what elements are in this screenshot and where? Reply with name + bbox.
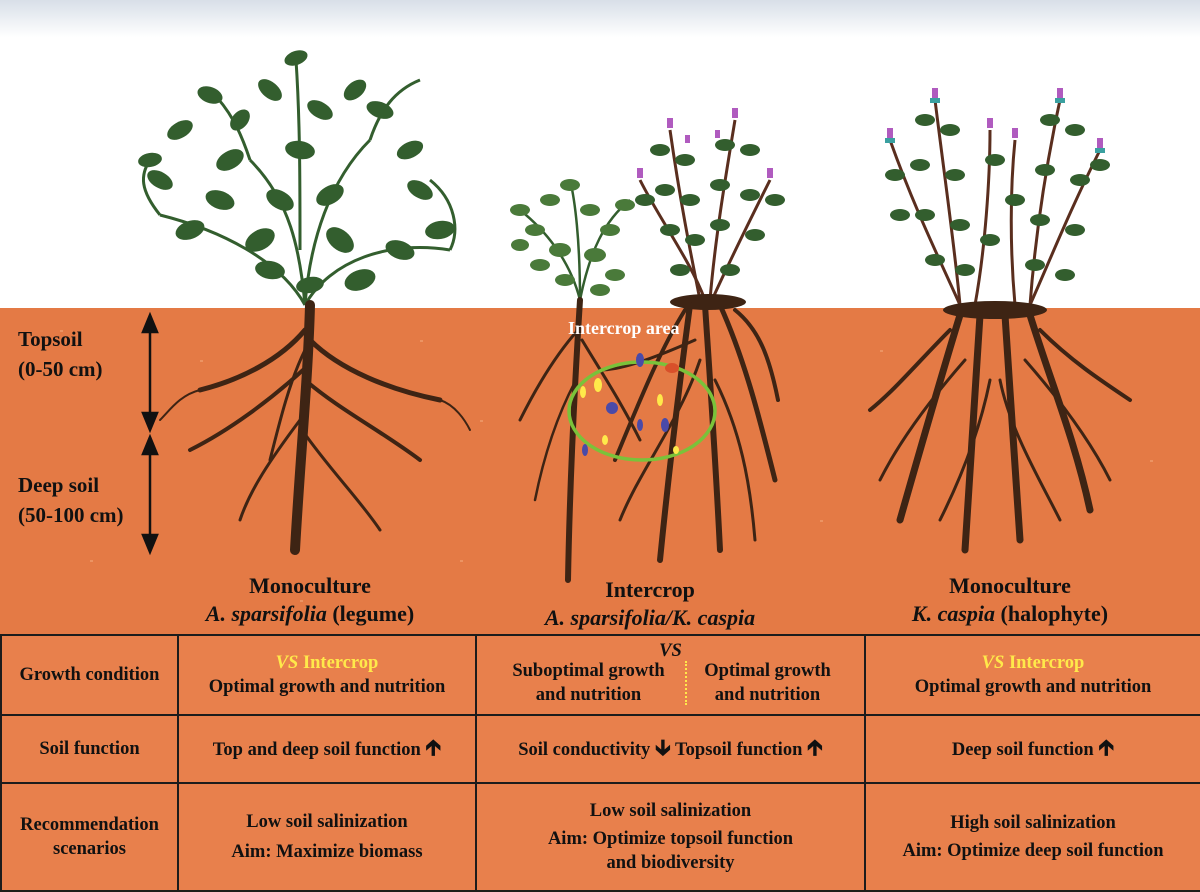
legume-shrub (138, 50, 457, 306)
cell-legume: Top and deep soil function 🡱 (177, 714, 477, 784)
panel-species-line: A. sparsifolia (legume) (160, 600, 460, 628)
arrow-up-icon: 🡱 (1098, 735, 1115, 760)
cell-text: Top and deep soil function (212, 740, 421, 760)
cell-halophyte: High soil salinization Aim: Optimize dee… (864, 782, 1200, 892)
panel-title-legume: Monoculture A. sparsifolia (legume) (160, 572, 460, 628)
intercrop-legume (510, 179, 635, 301)
cell-text-left: Soil conductivity (518, 740, 651, 760)
row-header: Recommendation scenarios (0, 782, 179, 892)
species-name: A. sparsifolia (205, 601, 327, 626)
summary-table: Growth condition VS Intercrop Optimal gr… (0, 634, 1200, 892)
cell-line2: Aim: Maximize biomass (231, 842, 423, 862)
cell-text-right: Topsoil function (675, 740, 803, 760)
soil-background (0, 308, 1200, 634)
arrow-up-icon: 🡱 (425, 735, 442, 760)
row-header: Growth condition (0, 634, 179, 716)
cell-legume: VS Intercrop Optimal growth and nutritio… (177, 634, 477, 716)
deep-soil-depth: (50-100 cm) (18, 503, 124, 527)
species-type: (halophyte) (995, 601, 1109, 626)
panel-title-intercrop: Intercrop A. sparsifolia/K. caspia (490, 576, 810, 632)
table-row-recommendation: Recommendation scenarios Low soil salini… (0, 782, 1200, 892)
cell-line2: Aim: Optimize topsoil function and biodi… (547, 829, 794, 873)
topsoil-depth: (0-50 cm) (18, 357, 103, 381)
halophyte-plant (885, 88, 1110, 319)
topsoil-title: Topsoil (18, 327, 83, 351)
panel-heading: Monoculture (249, 573, 371, 598)
arrow-up-icon: 🡱 (806, 735, 823, 760)
cell-text: Optimal growth and nutrition (208, 677, 446, 697)
cell-line2: Aim: Optimize deep soil function (902, 841, 1164, 861)
soil-speckles (60, 330, 1153, 602)
vs-marker: VS (659, 641, 682, 661)
panel-heading: Intercrop (605, 577, 695, 602)
vs-marker: VS (981, 653, 1005, 673)
table-row-soil-function: Soil function Top and deep soil function… (0, 714, 1200, 784)
legume-roots (159, 300, 471, 555)
row-header: Soil function (0, 714, 179, 784)
vs-marker: VS (275, 653, 299, 673)
cell-intercrop: Soil conductivity 🡳 Topsoil function 🡱 (475, 714, 866, 784)
dotted-divider (684, 661, 687, 705)
cell-intercrop: Low soil salinization Aim: Optimize tops… (475, 782, 866, 892)
cell-text: Optimal growth and nutrition (914, 677, 1152, 697)
panel-species-line: A. sparsifolia/K. caspia (490, 604, 810, 632)
cell-line1: Low soil salinization (246, 812, 408, 832)
panel-title-halophyte: Monoculture K. caspia (halophyte) (860, 572, 1160, 628)
cell-intercrop: VS Suboptimal growth and nutrition Optim… (475, 634, 866, 716)
topsoil-label: Topsoil (0-50 cm) (18, 324, 103, 384)
split-cell: Suboptimal growth and nutrition Optimal … (481, 659, 860, 707)
depth-arrows (141, 311, 159, 556)
species-name: A. sparsifolia/K. caspia (544, 605, 756, 630)
cell-text: Deep soil function (951, 740, 1094, 760)
panel-heading: Monoculture (949, 573, 1071, 598)
intercrop-area-label: Intercrop area (568, 318, 680, 338)
halophyte-roots (868, 311, 1132, 554)
cell-line1: High soil salinization (950, 813, 1116, 833)
deep-soil-title: Deep soil (18, 473, 100, 497)
cell-halophyte: VS Intercrop Optimal growth and nutritio… (864, 634, 1200, 716)
intercrop-halophyte (635, 108, 785, 310)
species-name: K. caspia (911, 601, 996, 626)
microbe-markers (580, 353, 679, 456)
cell-halophyte: Deep soil function 🡱 (864, 714, 1200, 784)
table-row-growth: Growth condition VS Intercrop Optimal gr… (0, 634, 1200, 716)
split-right: Optimal growth and nutrition (704, 661, 831, 705)
panel-species-line: K. caspia (halophyte) (860, 600, 1160, 628)
arrow-down-icon: 🡳 (654, 735, 671, 760)
cell-legume: Low soil salinization Aim: Maximize biom… (177, 782, 477, 892)
sky-background (0, 0, 1200, 310)
cell-line1: Low soil salinization (589, 801, 752, 821)
compare-label: Intercrop (298, 653, 379, 673)
deep-soil-label: Deep soil (50-100 cm) (18, 470, 124, 530)
split-left: Suboptimal growth and nutrition (512, 661, 665, 705)
species-type: (legume) (326, 601, 415, 626)
intercrop-roots (518, 297, 780, 583)
compare-label: Intercrop (1004, 653, 1085, 673)
